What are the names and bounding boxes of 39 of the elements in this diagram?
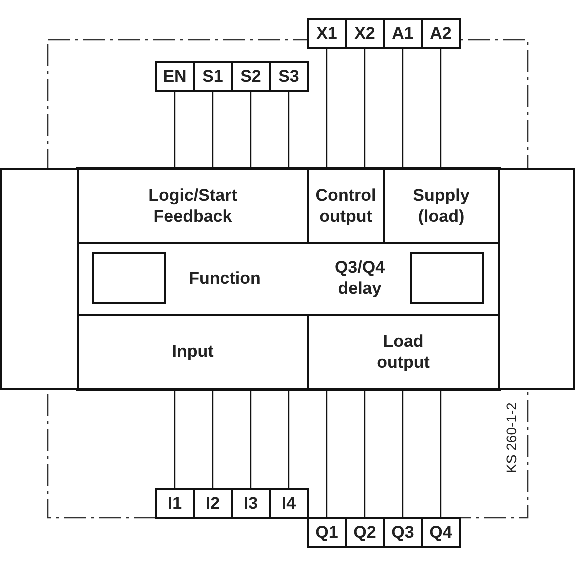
terminal-box: I1 (155, 488, 195, 519)
connection-line (440, 49, 442, 168)
connection-line (364, 390, 366, 517)
terminal-box: Q4 (421, 517, 461, 548)
connection-line (364, 49, 366, 168)
display-box (410, 252, 484, 304)
connection-line (326, 49, 328, 168)
terminal-box: Q2 (345, 517, 385, 548)
connection-line (174, 390, 176, 488)
terminal-box: EN (155, 61, 195, 92)
connection-line (250, 390, 252, 488)
connection-line (174, 92, 176, 168)
terminal-box: I3 (231, 488, 271, 519)
display-box (92, 252, 166, 304)
terminal-box: Q3 (383, 517, 423, 548)
terminal-box: I2 (193, 488, 233, 519)
terminal-box: S1 (193, 61, 233, 92)
connection-line (402, 49, 404, 168)
terminal-box: A2 (421, 18, 461, 49)
connection-line (326, 390, 328, 517)
bus-block (498, 168, 575, 390)
connection-line (288, 390, 290, 488)
terminal-box: S3 (269, 61, 309, 92)
connection-line (212, 92, 214, 168)
block-label: Function (188, 268, 262, 290)
terminal-box: S2 (231, 61, 271, 92)
connection-line (402, 390, 404, 517)
figure-code: KS 260-1-2 (503, 402, 520, 474)
block-label: Q3/Q4 delay (334, 257, 386, 300)
connection-line (212, 390, 214, 488)
terminal-box: Q1 (307, 517, 347, 548)
terminal-box: X2 (345, 18, 385, 49)
terminal-box: A1 (383, 18, 423, 49)
connection-line (440, 390, 442, 517)
terminal-box: I4 (269, 488, 309, 519)
connection-line (250, 92, 252, 168)
connection-line (288, 92, 290, 168)
bus-block (0, 168, 79, 390)
terminal-box: X1 (307, 18, 347, 49)
